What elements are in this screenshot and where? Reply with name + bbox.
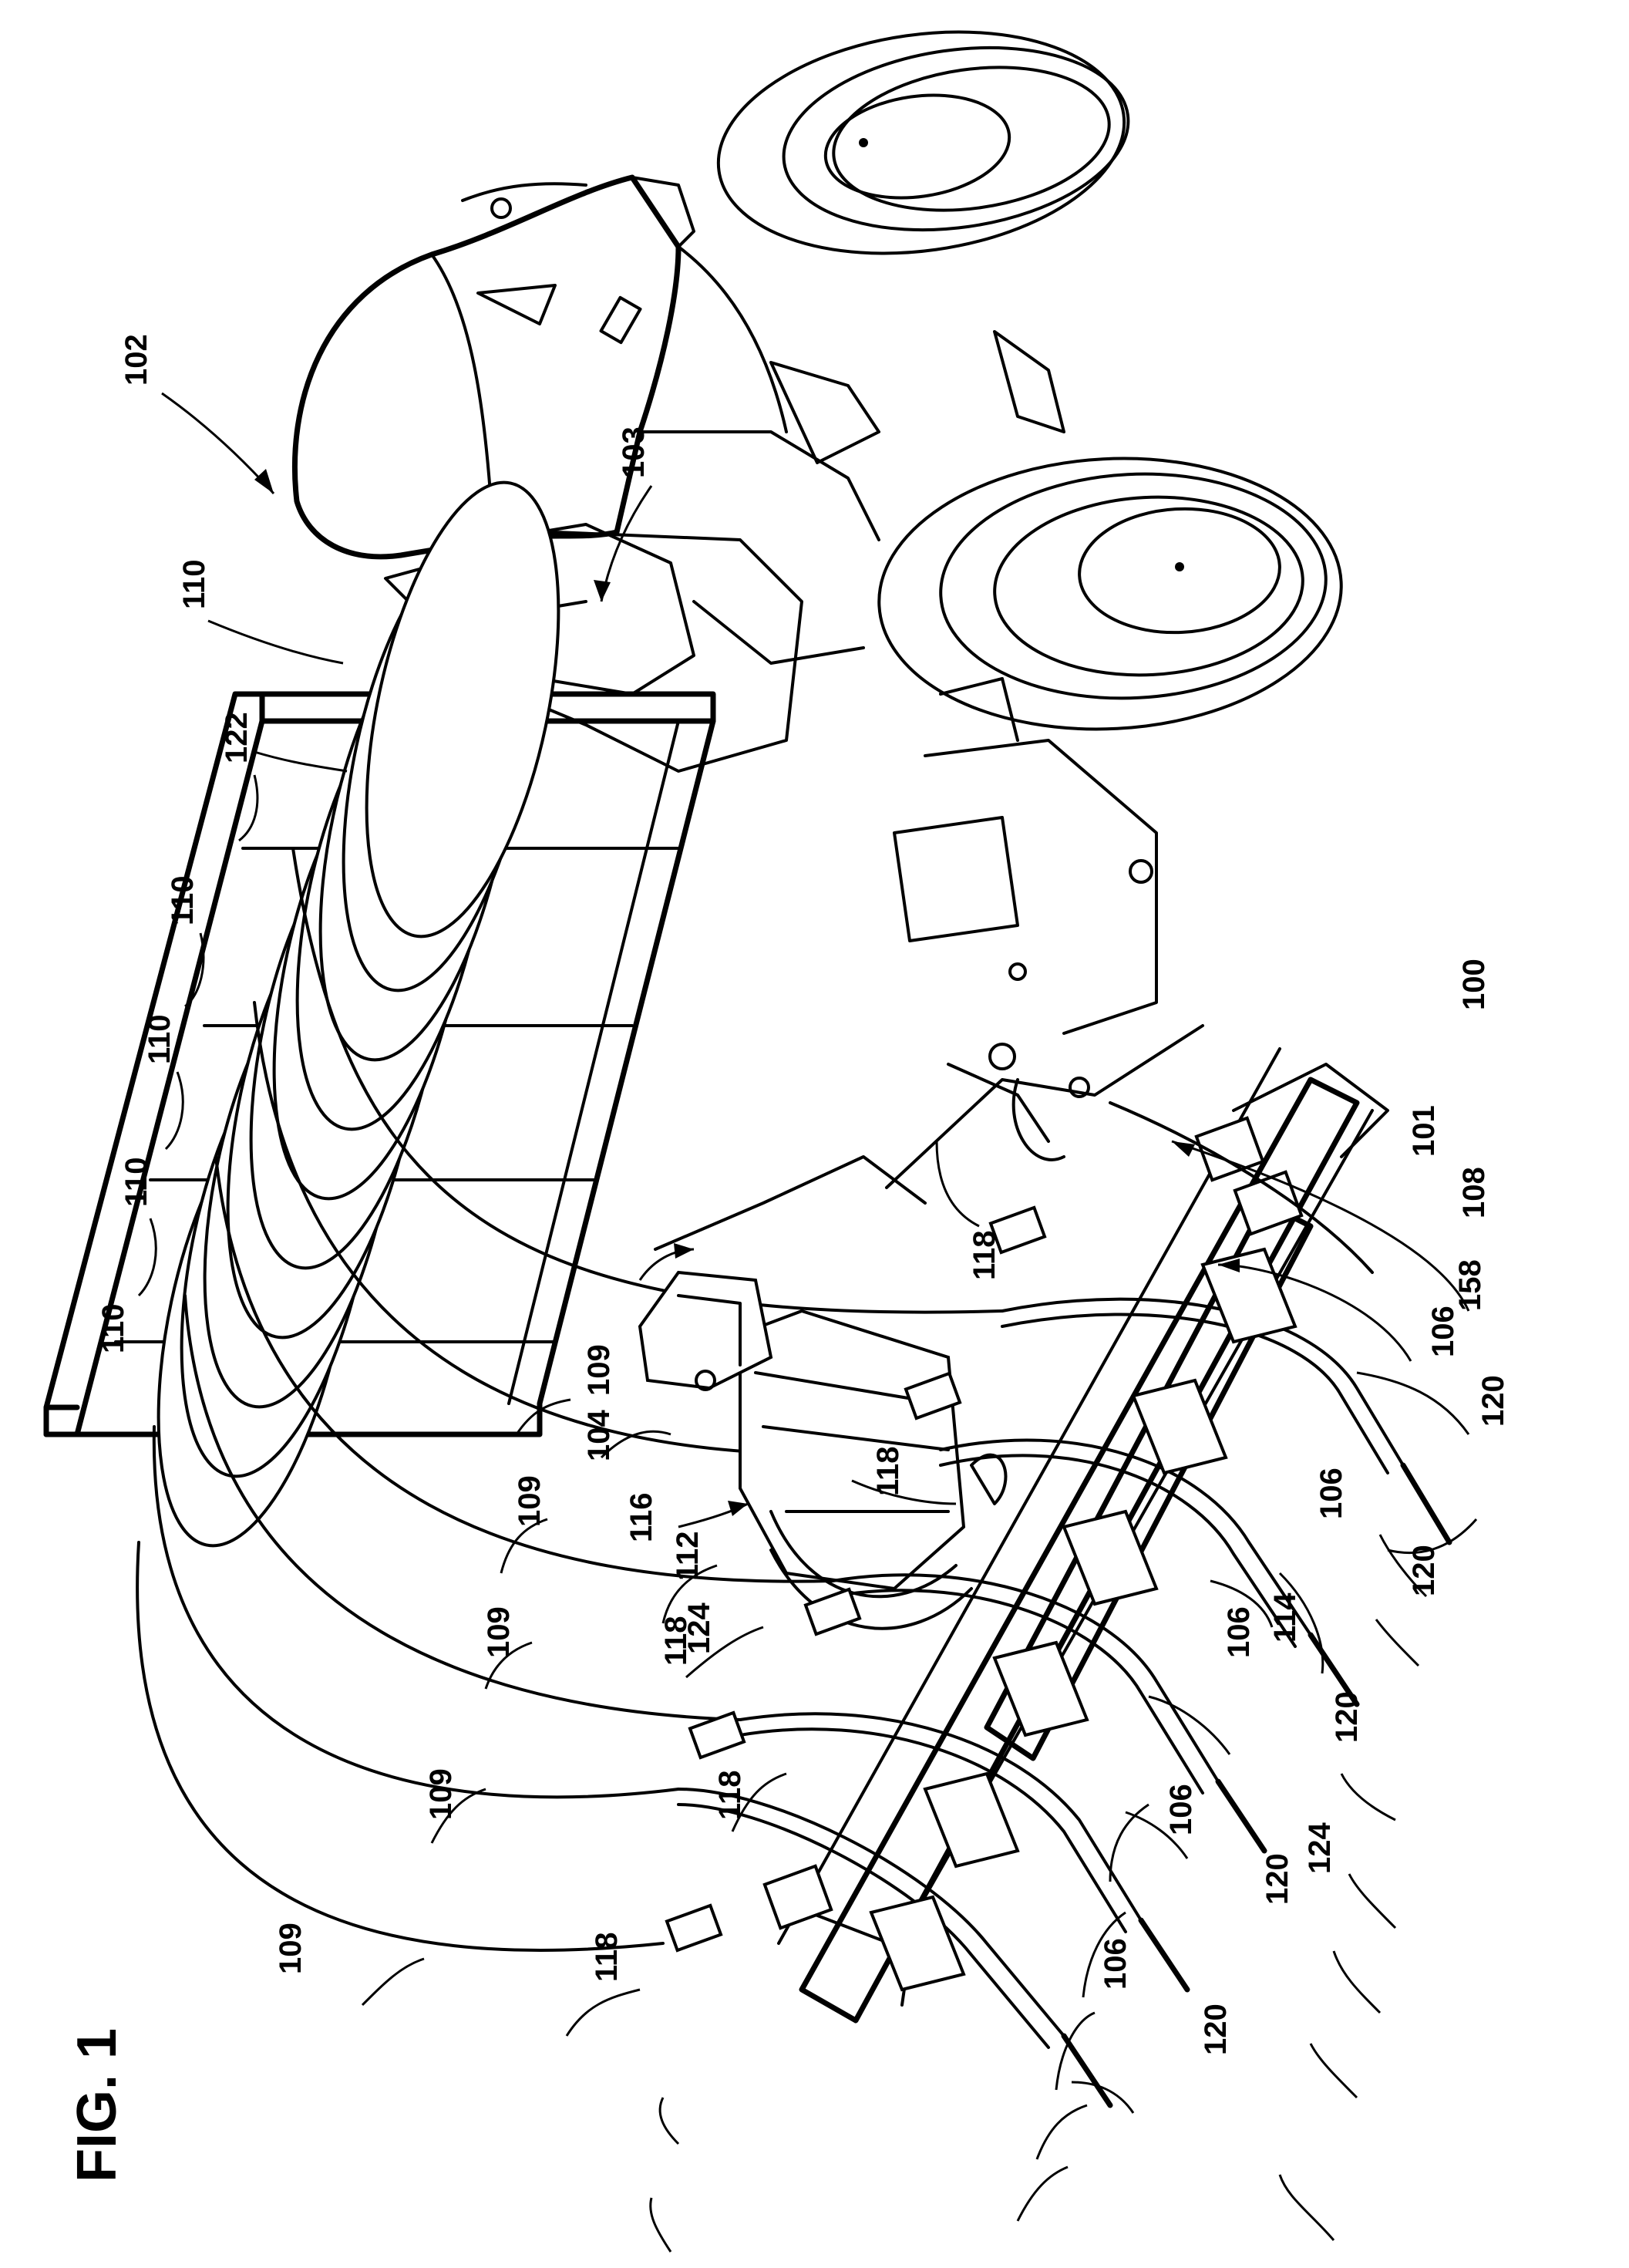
machine-drawing <box>46 7 1449 2105</box>
label-118-1: 118 <box>968 1230 1001 1280</box>
label-106-1: 106 <box>1426 1306 1460 1357</box>
label-106-2: 106 <box>1314 1468 1348 1519</box>
label-110-5: 110 <box>96 1303 130 1353</box>
tractor-body <box>294 177 879 694</box>
label-109-4: 109 <box>424 1768 458 1820</box>
label-120-5: 120 <box>1199 2003 1233 2055</box>
reel-stack <box>123 466 594 1563</box>
label-112: 112 <box>671 1531 705 1581</box>
label-120-3: 120 <box>1330 1691 1364 1743</box>
label-110-top: 110 <box>177 559 211 609</box>
label-108: 108 <box>1457 1167 1491 1218</box>
label-100: 100 <box>1457 959 1491 1010</box>
label-106-5: 106 <box>1099 1938 1133 1990</box>
front-wheel <box>872 447 1348 741</box>
label-102: 102 <box>119 334 153 386</box>
label-110-3: 110 <box>143 1014 177 1064</box>
label-101: 101 <box>1407 1105 1441 1157</box>
label-124-1: 124 <box>682 1602 716 1654</box>
label-106-3: 106 <box>1222 1606 1256 1658</box>
label-103: 103 <box>617 426 651 478</box>
label-118-2: 118 <box>871 1446 905 1496</box>
label-118-5: 118 <box>590 1932 624 1982</box>
label-118-4: 118 <box>713 1770 747 1820</box>
label-110-4: 110 <box>119 1157 153 1207</box>
label-104: 104 <box>582 1410 616 1461</box>
label-114: 114 <box>1268 1592 1302 1643</box>
label-122: 122 <box>220 712 254 763</box>
label-106-4: 106 <box>1164 1784 1198 1835</box>
label-120-1: 120 <box>1476 1375 1510 1427</box>
label-109-2: 109 <box>513 1475 547 1527</box>
label-120-2: 120 <box>1407 1545 1441 1596</box>
cable-tubes <box>678 1103 1449 2105</box>
label-109-1: 109 <box>582 1344 616 1396</box>
label-116: 116 <box>624 1492 658 1542</box>
label-120-4: 120 <box>1260 1853 1294 1905</box>
label-110-2: 110 <box>166 875 200 925</box>
label-158: 158 <box>1453 1259 1487 1311</box>
figure-title: FIG. 1 <box>66 2028 128 2182</box>
rear-wheel <box>704 7 1140 432</box>
label-124-2: 124 <box>1303 1822 1337 1874</box>
label-109-3: 109 <box>482 1606 516 1658</box>
label-109-5: 109 <box>274 1923 308 1974</box>
